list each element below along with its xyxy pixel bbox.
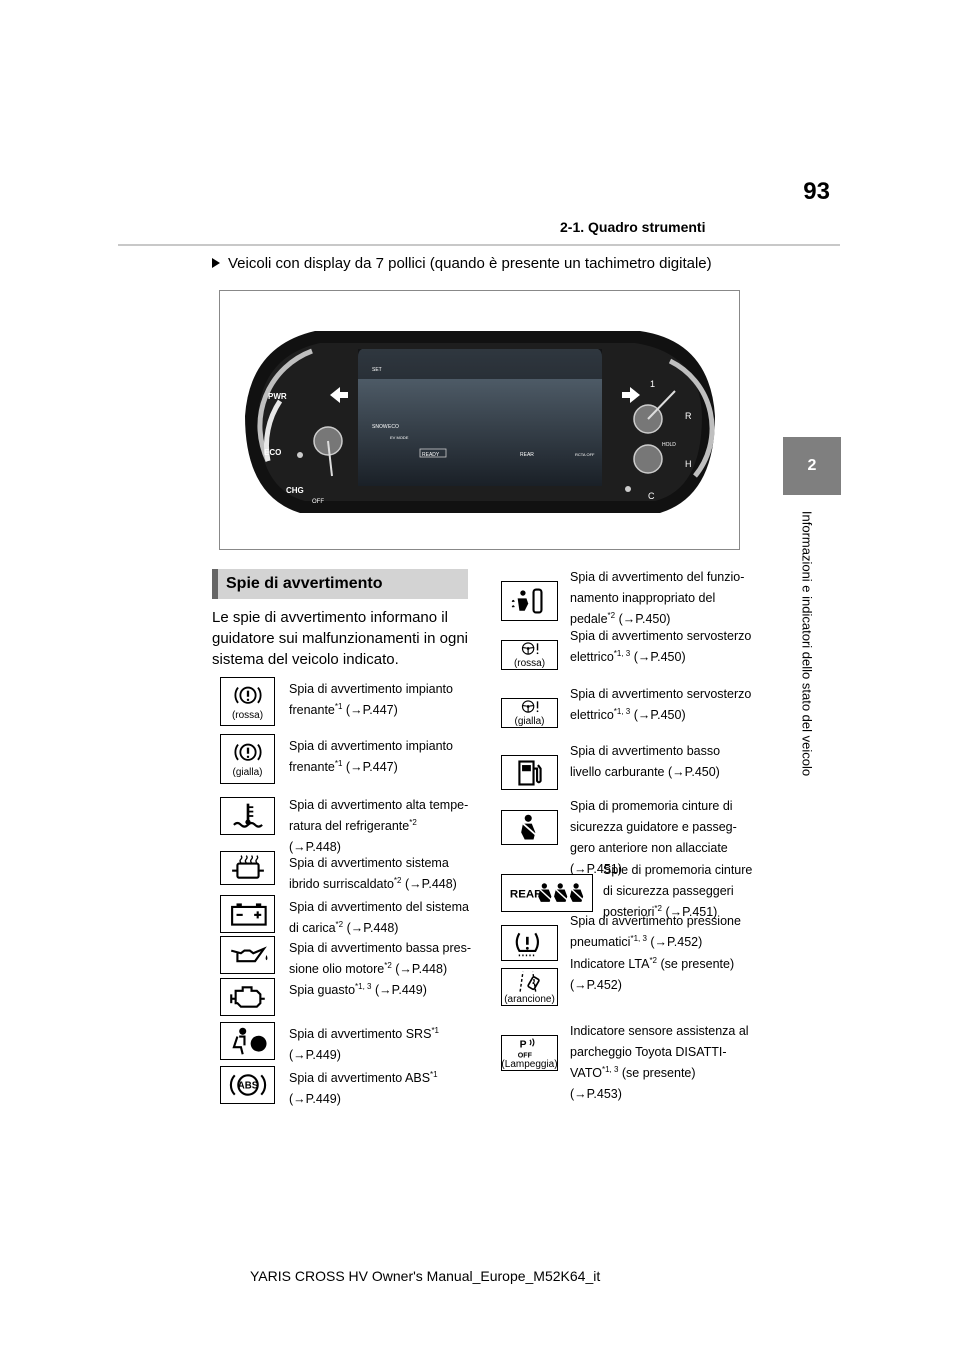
warning-icon-caption: (rossa) — [513, 658, 546, 669]
warning-icon-box: ABS — [220, 1066, 275, 1104]
abs-icon: ABS — [229, 1074, 266, 1096]
svg-text:P: P — [519, 1040, 526, 1051]
screen-rear-label: REAR — [520, 452, 534, 458]
warning-icon-box — [220, 978, 275, 1016]
warning-icon-box — [501, 925, 558, 961]
warning-icon-box: (gialla) — [501, 698, 558, 728]
instrument-cluster-illustration: PWR ECO CHG OFF SET SNOW ECO EV MODE REA… — [245, 331, 715, 513]
pedal-misuse-icon — [511, 588, 543, 614]
battery-icon — [230, 903, 267, 926]
ready-label: READY — [422, 452, 440, 458]
hybrid-overheat-icon — [231, 855, 264, 879]
warning-icon-box — [220, 895, 275, 933]
warning-icon-caption: (arancione) — [504, 994, 555, 1005]
warning-description: Spia guasto*1, 3 (→P.449) — [289, 981, 427, 997]
footer-text: YARIS CROSS HV Owner's Manual_Europe_M52… — [250, 1268, 601, 1284]
lta-icon — [518, 971, 540, 992]
seatbelt-icon — [520, 814, 538, 839]
srs-airbag-icon — [231, 1027, 267, 1055]
section-title: 2-1. Quadro strumenti — [560, 219, 706, 235]
warning-description: Spia di avvertimento SRS*1(→P.449) — [289, 1025, 439, 1062]
svg-text:OFF: OFF — [517, 1051, 532, 1058]
warning-icon-box — [501, 581, 558, 621]
warning-description: Spia di avvertimento del funzio-namento … — [570, 570, 745, 626]
warning-icon-box — [220, 1022, 275, 1060]
brake-warning-icon — [233, 686, 262, 704]
warning-icon-box: REAR — [501, 874, 593, 912]
gauge-1-label: 1 — [650, 379, 655, 389]
triangle-bullet-icon — [212, 258, 220, 268]
header-rule — [118, 244, 840, 246]
warning-description: Spia di avvertimento bassa pres-sione ol… — [289, 941, 472, 976]
off-label: OFF — [312, 499, 324, 505]
page-number: 93 — [803, 178, 830, 205]
hold-label: HOLD — [662, 442, 676, 448]
power-steering-icon — [521, 700, 538, 713]
low-fuel-icon — [517, 759, 542, 786]
warning-icon-caption: (rossa) — [231, 709, 264, 721]
chapter-tab: 2 — [783, 437, 841, 495]
oil-pressure-icon — [230, 946, 267, 963]
warning-icon-box: (rossa) — [501, 640, 558, 670]
ev-mode-label: EV MODE — [390, 435, 409, 440]
chapter-side-label: Informazioni e indicatori dello stato de… — [799, 510, 815, 777]
snow-label: SNOW — [372, 424, 388, 430]
rcta-label: RCTA OFF — [575, 452, 595, 457]
warning-icon-box — [220, 851, 275, 885]
coolant-temp-icon — [232, 803, 263, 828]
chg-label: CHG — [286, 486, 304, 495]
tire-pressure-icon — [515, 932, 539, 957]
intro-text: Veicoli con display da 7 pollici (quando… — [228, 255, 712, 272]
warning-icon-caption: (Lampeggia) — [501, 1059, 558, 1070]
warning-description: Indicatore LTA*2 (se presente)(→P.452) — [570, 955, 735, 992]
warning-icon-box — [501, 755, 558, 790]
chapter-side-label-wrap: Informazioni e indicatori dello stato de… — [798, 505, 816, 785]
screen-eco-label: ECO — [388, 424, 399, 430]
warning-icon-caption: (gialla) — [232, 767, 263, 778]
warning-icon-box — [501, 810, 558, 845]
warning-description: Spia di avvertimento ABS*1(→P.449) — [289, 1069, 438, 1106]
warning-icon-box: (gialla) — [220, 734, 275, 784]
instrument-cluster-figure: PWR ECO CHG OFF SET SNOW ECO EV MODE REA… — [219, 290, 740, 550]
gauge-r-label: R — [685, 411, 692, 421]
power-steering-icon — [521, 642, 538, 655]
warning-icon-box — [220, 797, 275, 835]
warning-icon-caption: (gialla) — [514, 716, 545, 727]
warning-icon-box: (rossa) — [220, 677, 275, 726]
brake-warning-icon — [233, 743, 262, 761]
svg-text:REAR: REAR — [510, 888, 543, 900]
warning-description: Spia di avvertimento alta tempe-ratura d… — [289, 798, 469, 854]
warnings-intro: Le spie di avvertimento informano il gui… — [212, 609, 468, 668]
warning-icon-box — [220, 936, 275, 974]
engine-icon — [229, 986, 265, 1008]
svg-text:ABS: ABS — [237, 1081, 258, 1092]
set-label: SET — [372, 367, 382, 373]
warnings-heading: Spie di avvertimento — [212, 569, 468, 599]
pwr-label: PWR — [268, 392, 287, 401]
intro-line: Veicoli con display da 7 pollici (quando… — [212, 255, 712, 272]
eco-label: ECO — [264, 448, 281, 457]
gauge-h-label: H — [685, 459, 692, 469]
warning-icon-box: (arancione) — [501, 968, 558, 1006]
rear-seatbelt-icon: REAR — [510, 883, 584, 902]
gauge-c-label: C — [648, 491, 655, 501]
